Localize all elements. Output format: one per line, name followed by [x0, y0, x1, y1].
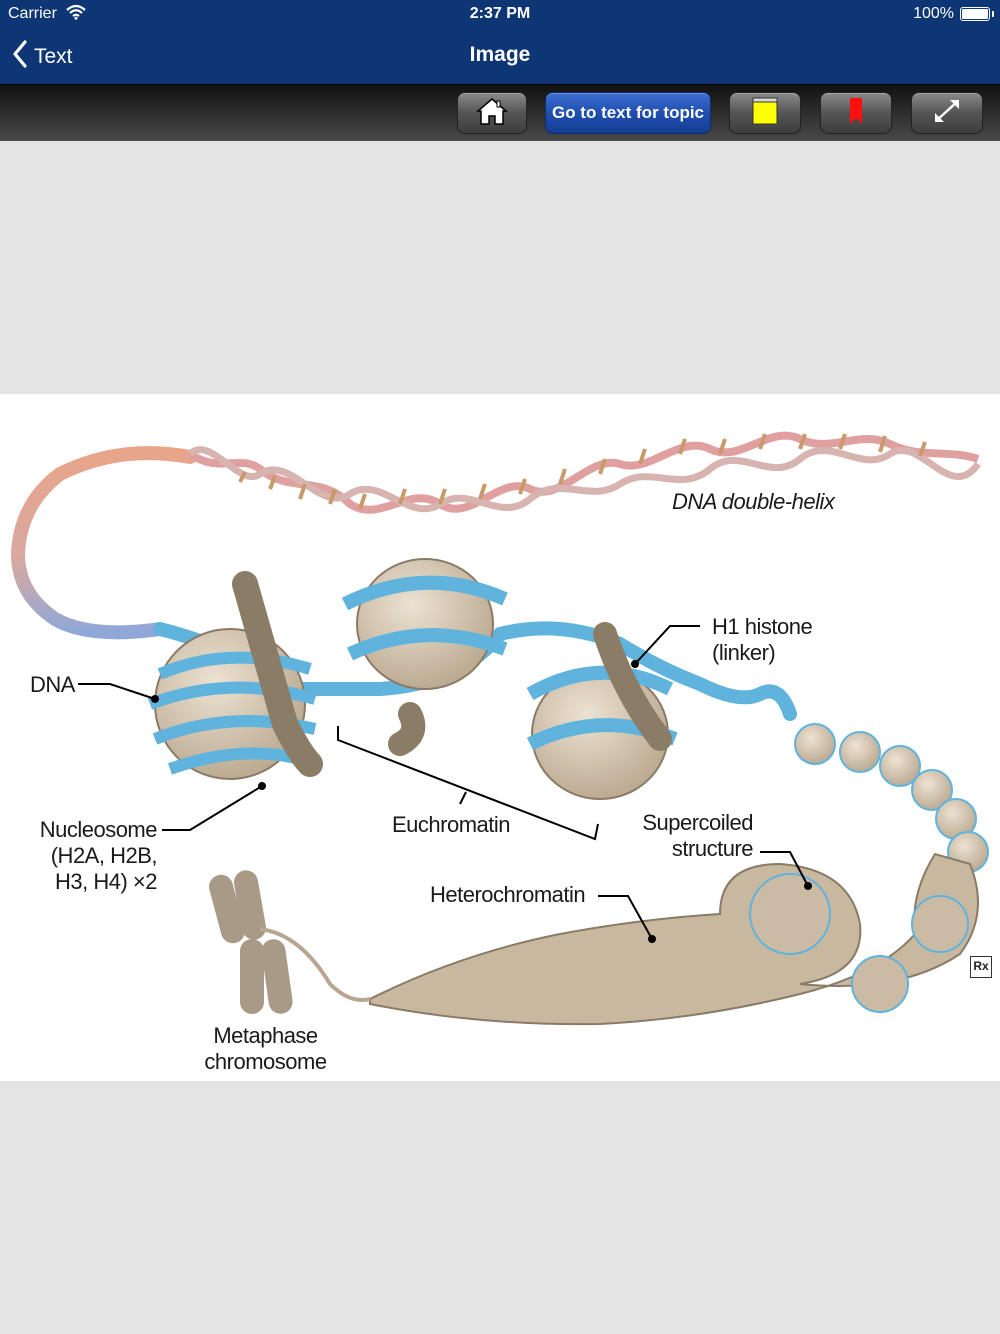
page-title: Image [469, 43, 531, 66]
back-button[interactable]: Text [12, 40, 73, 73]
battery-percent: 100% [913, 5, 954, 22]
expand-icon [930, 96, 964, 131]
nucleosome-2 [341, 558, 508, 756]
bookmark-icon [847, 96, 865, 131]
label-supercoiled-structure: Supercoiled structure [642, 810, 753, 861]
chromatin-figure[interactable]: DNA double-helix H1 histone (linker) DNA… [0, 394, 1000, 1081]
note-icon [751, 96, 779, 131]
nucleosome-1 [147, 571, 323, 780]
chevron-left-icon [12, 40, 28, 73]
dna-double-helix [10, 431, 981, 640]
carrier-label: Carrier [8, 5, 57, 22]
label-dna-double-helix: DNA double-helix [672, 489, 835, 514]
navigation-bar: Text Image [0, 28, 1000, 84]
metaphase-chromosome [209, 870, 371, 1014]
bookmark-button[interactable] [820, 92, 892, 134]
wifi-icon [66, 4, 86, 25]
supercoiled-structure [369, 852, 979, 1026]
clock: 2:37 PM [469, 5, 531, 22]
status-bar: Carrier 2:37 PM 100% [0, 0, 1000, 28]
toolbar: Go to text for topic [0, 84, 1000, 142]
chromatin-illustration [10, 431, 989, 1026]
expand-button[interactable] [911, 92, 983, 134]
label-metaphase-chromosome: Metaphase chromosome [204, 1023, 327, 1074]
home-icon [475, 96, 509, 131]
label-euchromatin: Euchromatin [392, 812, 511, 837]
leader-dots [151, 660, 812, 943]
content-background [0, 141, 1000, 394]
go-to-text-button[interactable]: Go to text for topic [545, 92, 711, 134]
nucleosome-3 [526, 622, 678, 800]
leader-lines [78, 625, 809, 940]
rx-logo: Rx [970, 956, 992, 978]
home-button[interactable] [457, 92, 527, 134]
label-h1-histone: H1 histone (linker) [712, 614, 813, 665]
label-dna: DNA [30, 672, 75, 697]
battery-icon [960, 7, 994, 21]
label-nucleosome: Nucleosome (H2A, H2B, H3, H4) ×2 [39, 817, 158, 894]
note-button[interactable] [729, 92, 801, 134]
label-heterochromatin: Heterochromatin [430, 882, 586, 907]
bead-chain [794, 723, 989, 873]
back-label: Text [34, 44, 73, 68]
